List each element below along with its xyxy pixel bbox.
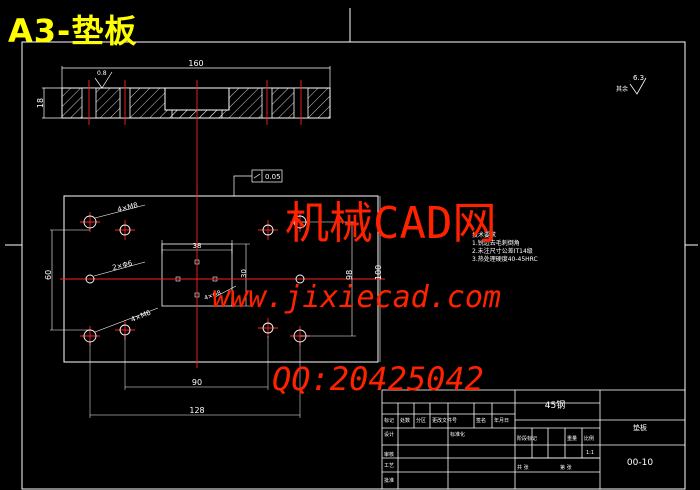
- title-block: [381, 389, 686, 490]
- drawing-title: A3-垫板: [8, 12, 138, 50]
- svg-text:标记: 标记: [384, 417, 394, 424]
- svg-text:标准化: 标准化: [450, 431, 465, 438]
- hole: [119, 324, 131, 336]
- frame-outer: [21, 41, 686, 490]
- roughness-other-value: 6.3: [633, 74, 644, 82]
- dim-text-128: 128: [189, 406, 204, 415]
- dim-text-60: 60: [44, 270, 53, 280]
- svg-text:签名: 签名: [476, 417, 486, 424]
- svg-text:年月日: 年月日: [494, 417, 509, 424]
- hole: [295, 274, 305, 284]
- svg-text:阶段标记: 阶段标记: [517, 435, 537, 442]
- tech-note-item: 2.未注尺寸公差IT14级: [472, 248, 533, 255]
- hole: [262, 224, 274, 236]
- svg-text:审核: 审核: [384, 451, 394, 458]
- roughness-other-symbol: [629, 77, 647, 95]
- hole: [83, 215, 97, 229]
- drawing-number-text: 00-10: [627, 458, 653, 468]
- roughness-other: 6.3 其余: [616, 74, 647, 95]
- hole-note-top: 4×M8: [117, 201, 139, 214]
- svg-text:设计: 设计: [384, 431, 394, 438]
- hole-note-mid: 2×Φ6: [112, 259, 134, 272]
- watermark-qq: QQ:20425042: [272, 360, 484, 398]
- hole: [85, 274, 95, 284]
- tech-notes: 技术要求 1.锐边去毛刺倒角 2.未注尺寸公差IT14级 3.热处理硬度40-4…: [472, 232, 538, 264]
- svg-text:1:1: 1:1: [586, 450, 594, 456]
- hole: [262, 322, 274, 334]
- section-centerlines: [88, 80, 302, 195]
- roughness-other-label: 其余: [616, 85, 628, 93]
- hole-note-bottom: 4×M6: [130, 308, 153, 323]
- dim-text-30: 30: [240, 269, 248, 278]
- svg-text:重量: 重量: [567, 435, 577, 442]
- svg-text:共 张: 共 张: [517, 464, 529, 471]
- dim-text-98: 98: [345, 270, 354, 280]
- dim-text-160: 160: [188, 59, 203, 68]
- section-view: 160 0.8 18: [36, 59, 331, 195]
- svg-text:第 张: 第 张: [560, 464, 572, 471]
- svg-text:处数: 处数: [400, 417, 410, 424]
- svg-text:比例: 比例: [584, 435, 594, 442]
- hole: [119, 224, 131, 236]
- material-text: 45钢: [545, 399, 565, 411]
- plan-view: 38 30: [44, 190, 385, 418]
- tech-note-item: 3.热处理硬度40-45HRC: [472, 256, 538, 263]
- watermark-url: www.jixiecad.com: [212, 280, 501, 315]
- watermark-site-name: 机械CAD网: [285, 198, 497, 249]
- svg-text:批准: 批准: [384, 477, 394, 484]
- dim-text-100: 100: [374, 265, 383, 280]
- dim-text-18: 18: [36, 98, 45, 108]
- flatness-icon: [253, 173, 261, 179]
- flatness-value: 0.05: [265, 173, 281, 181]
- svg-text:分区: 分区: [416, 417, 426, 424]
- tech-note-item: 1.锐边去毛刺倒角: [472, 240, 520, 247]
- flatness-callout: 0.05: [233, 169, 283, 196]
- roughness-text: 0.8: [97, 70, 107, 77]
- part-name-text: 垫板: [633, 423, 647, 432]
- svg-text:工艺: 工艺: [384, 463, 394, 469]
- svg-text:更改文件号: 更改文件号: [432, 417, 457, 424]
- tech-notes-heading: 技术要求: [472, 232, 497, 239]
- dim-text-90: 90: [192, 378, 202, 387]
- drawing-frame: [5, 8, 698, 490]
- title-block-labels: 标记 处数 分区 更改文件号 签名 年月日 设计 审核 工艺 批准 标准化 阶段…: [384, 417, 594, 484]
